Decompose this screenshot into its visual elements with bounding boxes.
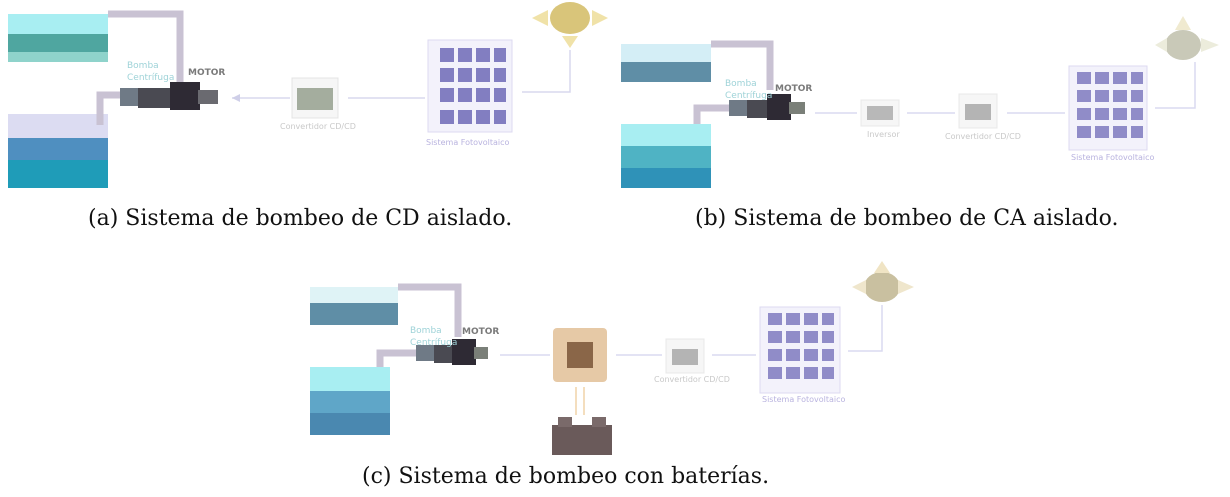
lower-tank: [310, 367, 390, 435]
pump-label-line1: Bomba: [127, 61, 159, 71]
pipes: [693, 40, 774, 124]
converter-label-c: Convertidor CD/CD: [654, 375, 730, 384]
inverter-label: Inversor: [867, 130, 900, 139]
pv-panel-b: [1068, 65, 1148, 151]
diagram-b: [621, 16, 1219, 188]
diagram-a: [8, 2, 608, 188]
flow-arrows: [500, 305, 883, 356]
motor-label-a: MOTOR: [188, 68, 226, 78]
pipes: [376, 283, 462, 367]
pump-label-line1: Bomba: [410, 326, 442, 336]
motor-label-b: MOTOR: [775, 84, 813, 94]
pump-label-b: Bomba Centrífuga: [725, 78, 772, 102]
pump-motor: [416, 339, 488, 365]
sun-icon: [1155, 16, 1219, 60]
pv-panel-c: [759, 306, 841, 394]
lower-tank: [621, 124, 711, 188]
battery-arrows: [575, 387, 585, 415]
pump-label-c: Bomba Centrífuga: [410, 325, 457, 349]
pv-label-c: Sistema Fotovoltaico: [762, 395, 846, 404]
caption-c: (c) Sistema de bombeo con baterías.: [362, 464, 770, 489]
upper-tank: [310, 287, 398, 325]
pv-label-b: Sistema Fotovoltaico: [1071, 153, 1155, 162]
sun-icon: [852, 261, 914, 302]
caption-a: (a) Sistema de bombeo de CD aislado.: [88, 206, 513, 231]
battery-icon: [552, 417, 612, 455]
panel-b: Bomba Centrífuga MOTOR Inversor Converti…: [615, 0, 1230, 231]
controller-box: [553, 328, 607, 382]
converter-label-b: Convertidor CD/CD: [945, 132, 1021, 141]
panel-c: Bomba Centrífuga MOTOR Convertidor CD/CD…: [300, 255, 940, 497]
panel-a: Bomba Centrífuga MOTOR Convertidor CD/CD…: [0, 0, 615, 231]
pump-label-a: Bomba Centrífuga: [127, 60, 174, 84]
flow-arrows: [232, 50, 571, 99]
diagram-c: [310, 261, 914, 455]
pump-motor: [729, 94, 805, 120]
converter-label-a: Convertidor CD/CD: [280, 122, 356, 131]
pv-label-a: Sistema Fotovoltaico: [426, 138, 510, 147]
upper-tank: [8, 14, 108, 62]
pv-panel-a: [427, 39, 513, 133]
arrow-head: [232, 94, 240, 102]
pump-label-line2: Centrífuga: [410, 338, 458, 348]
sun-icon: [532, 2, 608, 48]
lower-tank: [8, 114, 108, 188]
flow-arrows: [815, 62, 1196, 114]
pump-label-line2: Centrífuga: [725, 91, 773, 101]
pump-motor: [120, 82, 218, 110]
motor-label-c: MOTOR: [462, 327, 500, 337]
caption-b: (b) Sistema de bombeo de CA aislado.: [695, 206, 1119, 231]
pump-label-line1: Bomba: [725, 79, 757, 89]
upper-tank: [621, 44, 711, 82]
pump-label-line2: Centrífuga: [127, 73, 175, 83]
